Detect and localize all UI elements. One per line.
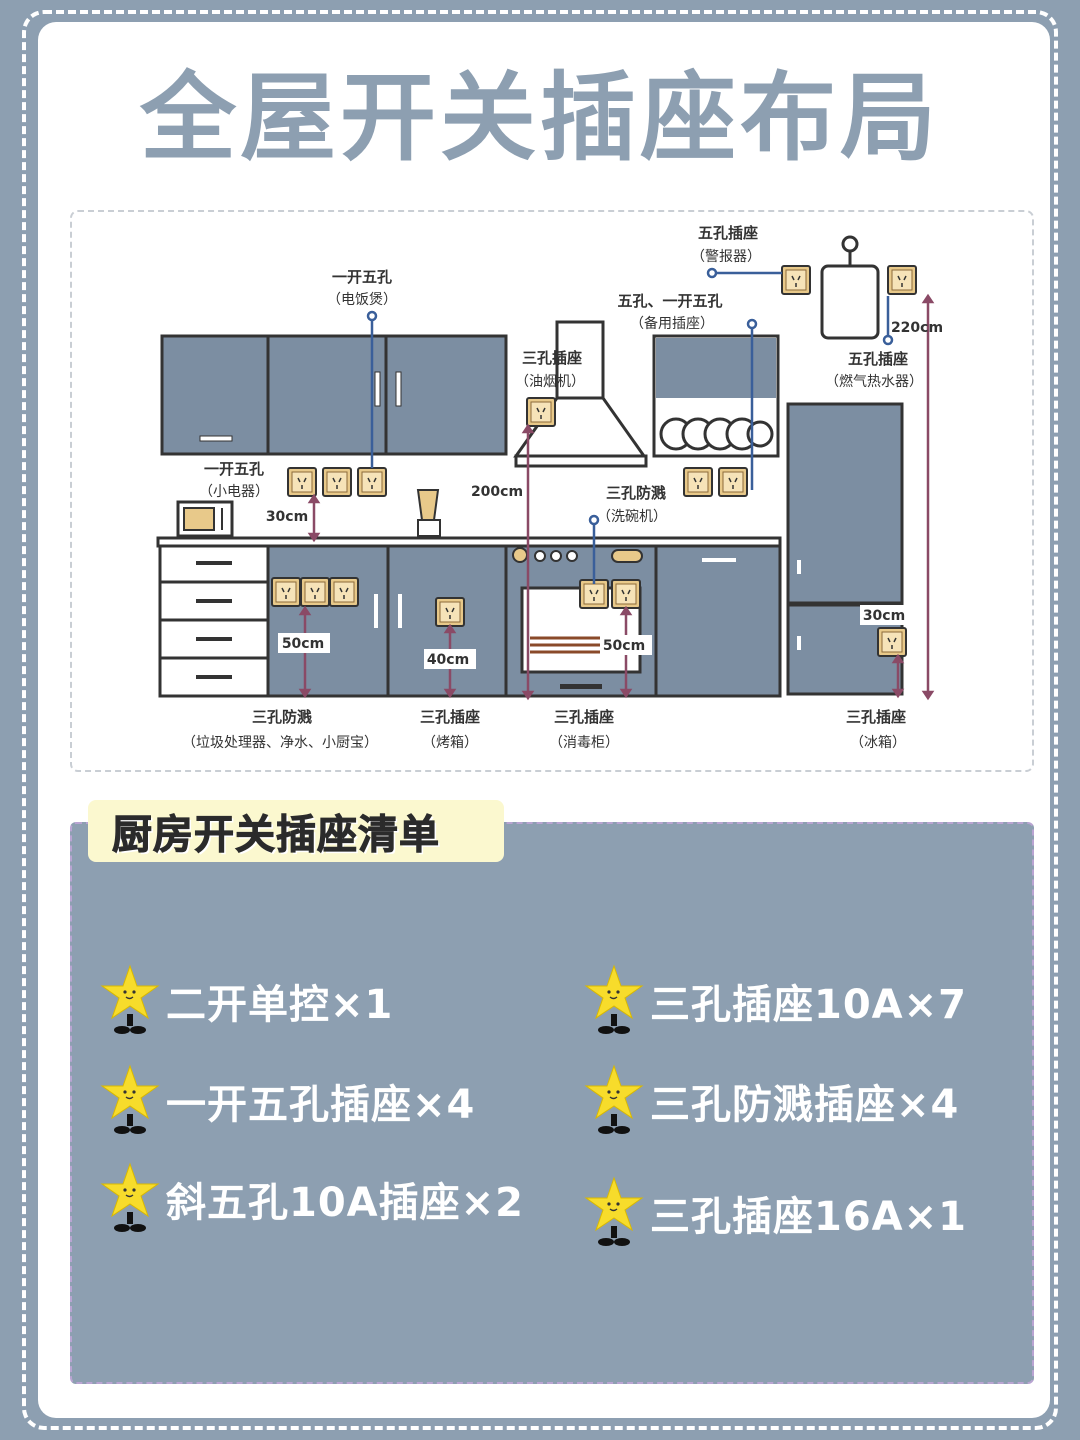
label-steril-sub: （消毒柜） bbox=[549, 735, 619, 751]
list-item-text: 斜五孔10A插座×2 bbox=[166, 1180, 524, 1226]
checklist-panel bbox=[70, 822, 1034, 1384]
label-steril-title: 三孔插座 bbox=[554, 708, 614, 726]
kitchen-diagram: 一开五孔 （电饭煲） 三孔插座 （油烟机） 五孔插座 （警报器） 五孔、一开五孔… bbox=[156, 224, 943, 751]
star-icon bbox=[100, 1064, 160, 1134]
label-fridge-sub: （冰箱） bbox=[850, 735, 906, 751]
leader-lines bbox=[366, 267, 894, 584]
star-icon bbox=[584, 1176, 644, 1246]
label-dish-sub: （洗碗机） bbox=[597, 509, 667, 525]
dish-rack-cabinet bbox=[652, 334, 780, 458]
label-hood-sub: （油烟机） bbox=[515, 374, 585, 390]
list-item: 二开单控×1 bbox=[98, 964, 394, 1036]
dim-220cm: 220cm bbox=[891, 320, 943, 336]
dim-50cm-left: 50cm bbox=[282, 636, 324, 652]
star-icon bbox=[584, 1064, 644, 1134]
list-item-text: 三孔插座10A×7 bbox=[650, 982, 967, 1028]
label-rice-cooker-title: 一开五孔 bbox=[332, 268, 392, 286]
list-item: 三孔插座10A×7 bbox=[582, 964, 967, 1036]
label-garbage-sub: （垃圾处理器、净水、小厨宝） bbox=[182, 735, 378, 751]
label-small-title: 一开五孔 bbox=[204, 460, 264, 478]
checklist-header-bg bbox=[88, 800, 504, 862]
list-item: 一开五孔插座×4 bbox=[98, 1064, 476, 1136]
list-item-text: 二开单控×1 bbox=[166, 982, 394, 1028]
label-small-sub: （小电器） bbox=[199, 484, 269, 500]
page-title: 全屋开关插座布局 bbox=[140, 62, 940, 174]
label-heater-title: 五孔插座 bbox=[848, 350, 908, 368]
kitchen-diagram-frame bbox=[70, 210, 1034, 772]
dimension-label-boxes bbox=[278, 605, 908, 669]
blender bbox=[416, 489, 441, 537]
label-heater-sub: （燃气热水器） bbox=[825, 373, 923, 390]
base-cabinets bbox=[156, 536, 782, 698]
dim-40cm: 40cm bbox=[427, 652, 469, 668]
label-backup-title: 五孔、一开五孔 bbox=[617, 292, 722, 310]
label-oven-title: 三孔插座 bbox=[420, 708, 480, 726]
microwave bbox=[176, 500, 234, 538]
dim-30cm-right: 30cm bbox=[863, 608, 905, 624]
label-hood-title: 三孔插座 bbox=[522, 349, 582, 367]
list-item-text: 一开五孔插座×4 bbox=[166, 1082, 476, 1128]
label-backup-sub: （备用插座） bbox=[630, 315, 714, 332]
label-alarm-title: 五孔插座 bbox=[698, 224, 758, 242]
label-garbage-title: 三孔防溅 bbox=[252, 708, 312, 726]
star-icon bbox=[100, 1162, 160, 1232]
water-heater bbox=[820, 235, 880, 340]
list-item-text: 三孔防溅插座×4 bbox=[650, 1082, 960, 1128]
checklist-header: 厨房开关插座清单 bbox=[112, 812, 440, 859]
list-item: 三孔插座16A×1 bbox=[582, 1176, 967, 1248]
dim-50cm-right: 50cm bbox=[603, 638, 645, 654]
dim-30cm-left: 30cm bbox=[266, 509, 308, 525]
star-icon bbox=[100, 964, 160, 1034]
dim-200cm: 200cm bbox=[471, 484, 523, 500]
label-oven-sub: （烤箱） bbox=[422, 735, 478, 751]
range-hood bbox=[513, 320, 648, 468]
star-icon bbox=[584, 964, 644, 1034]
list-item-text: 三孔插座16A×1 bbox=[650, 1194, 967, 1240]
list-item: 斜五孔10A插座×2 bbox=[98, 1162, 524, 1234]
label-rice-cooker-sub: （电饭煲） bbox=[327, 291, 397, 308]
outer-dashed-frame bbox=[22, 10, 1058, 1430]
list-item: 三孔防溅插座×4 bbox=[582, 1064, 960, 1136]
label-alarm-sub: （警报器） bbox=[691, 249, 761, 265]
upper-cabinets bbox=[160, 334, 508, 456]
label-dish-title: 三孔防溅 bbox=[606, 484, 666, 502]
label-fridge-title: 三孔插座 bbox=[846, 708, 906, 726]
